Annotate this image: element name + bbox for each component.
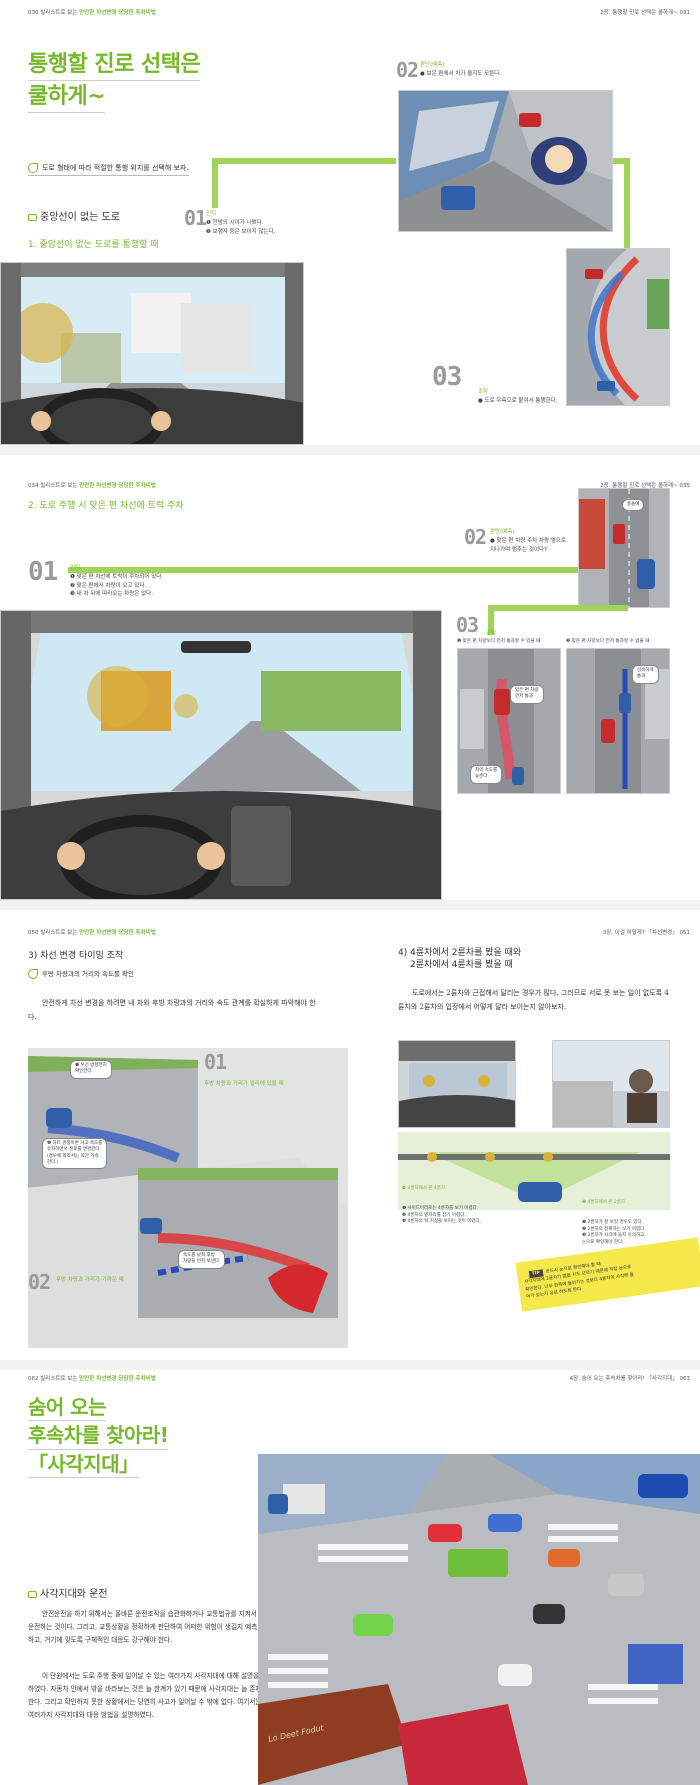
connector-line [212,158,218,208]
speech-bubble: ❷ 하트 경쟁이면 거고 속도를 유지하면서 진로를 변경한다. (경우에 따라… [42,1138,108,1170]
busy-intersection-scene [258,1454,700,1785]
driver-view-truck-ahead [1,611,441,899]
step-03-text: 조작 ● 도로 우측으로 붙여서 통행한다. [478,389,558,404]
left-intro: 후방 차량과의 거리와 속도를 확인 [28,968,134,979]
spread-separator [0,445,700,455]
spread-3: 050 빌리스트로 보는 만만한 차선변경 당당한 주차비법 3장. 이걸 어떻… [0,910,700,1360]
right-heading: 4) 4륜차에서 2륜차를 봤을 때와 2륜차에서 4륜차를 봤을 때 [398,948,522,970]
page-header-right: 2장. 통행할 진로 선택은 쿨하게~ 035 [600,483,690,489]
illustration-motorcycle-view [552,1040,670,1128]
step-03-number: 03 [432,362,462,392]
page-header-right: 4장. 숨어 오는 후속차를 찾아라! 「사각지대」 063 [569,1376,690,1382]
left-view-block: ❹ 4륜차에서 본 4륜차 ❶ 사이드미러로는 4륜차를 보기 어렵다. ❷ 4… [402,1185,482,1225]
page-header-left: 034 빌리스트로 보는 만만한 차선변경 당당한 주차비법 [28,483,156,489]
step-02-text: 판단(예측) ● 보은 편에서 차가 올지도 모른다. [420,62,502,77]
step-02-caption: 후방 차량과 거리가 가까운 때 [56,1277,124,1283]
car-mirror-view [399,1041,515,1127]
illustration-driver-view [0,610,442,900]
driver-view-narrow-road [1,263,303,444]
page-header-left: 030 빌리스트로 보는 만만한 차선변경 당당한 주차비법 [28,10,156,16]
speech-bubble: 충돌예 [622,499,645,512]
left-heading: 3) 차선 변경 타이밍 조작 [28,951,124,961]
illustration-intersection [258,1454,700,1785]
bus-icon [28,213,37,221]
right-view-block: ❺ 4륜차에서 본 2륜차 ❶ 2륜차가 잘 보일 경우도 있다. ❷ 2륜차의… [582,1199,646,1246]
section-heading: 사각지대와 운전 [28,1585,108,1600]
step-01-number: 01 [204,1050,227,1074]
spread-4: 062 빌리스트로 보는 만만한 차선변경 당당한 주차비법 4장. 숨어 오는… [0,1370,700,1785]
subsection-heading: 1. 중앙선이 없는 도로를 통행할 때 [28,240,159,250]
illustration-step-01 [0,262,304,445]
step-02-text: 판단(예측) ● 맞은 편 차량 주차 차량 옆으로 지나가며 멈추는 것이다? [490,529,567,553]
spread-separator [0,900,700,910]
step-02-number: 02 [464,525,487,549]
left-paragraph: 안전하게 차선 변경을 하려면 내 차와 후방 차량과의 거리와 속도 관계를 … [28,999,316,1021]
street-corner-scene [399,91,612,231]
step-02-number: 02 [28,1270,51,1294]
connector-line [488,605,494,635]
page-title: 숨어 오는 후속차를 찾아라! 「사각지대」 [28,1396,169,1481]
illustration-step-03 [566,248,670,406]
page-header-left: 050 빌리스트로 보는 만만한 차선변경 당당한 주차비법 [28,930,156,936]
paragraph-1: 안전운전을 하기 위해서는 올바른 운전조작을 습관화하거나 교통법규를 지켜서… [28,1610,258,1644]
section-heading: 중앙선이 없는 도로 [28,208,120,223]
step-01-number: 01 [28,557,58,587]
spread-2: 034 빌리스트로 보는 만만한 차선변경 당당한 주차비법 2장. 통행할 진… [0,455,700,900]
connector-line [488,605,628,611]
step-03-tag: 조작 [486,631,497,637]
connector-line [212,158,396,164]
bus-icon [28,1590,37,1598]
subsection-heading: 2. 도로 주행 시 맞은 편 차선에 트럭 주차 [28,501,184,511]
step-01-text: 인지 ❶ 맞은 편 차선에 트럭이 주차되어 있다. ❷ 맞은 편에서 차량이 … [70,565,164,598]
connector-line [600,158,630,164]
page-header-right: 2장. 통행할 진로 선택은 쿨하게~ 031 [600,10,690,16]
step-02-number: 02 [396,58,419,82]
step-03-caption-2: ❷ 맞은 편 차량보다 먼저 통과할 수 없을 때 [566,639,650,644]
speech-bubble: 속도를 낮춰 후방 차량을 먼저 보낸다. [178,1250,226,1269]
motorcycle-rider-view [553,1041,669,1127]
right-paragraph: 도로에서는 2륜차와 근접해서 달리는 경우가 많다. 그러므로 서로 못 보는… [398,989,669,1011]
connector-line [68,567,580,573]
step-03-caption-1: ❶ 맞은 편 차량보다 먼저 통과할 수 있을 때 [457,639,541,644]
paragraph-2: 이 단원에서는 도로 주행 중에 일어날 수 있는 여러가지 사각지대에 대해 … [28,1672,262,1719]
step-01-caption: 후방 차량과 거리가 멀리에 있을 때 [204,1081,284,1087]
speech-bubble: 선속하게 통과 [632,665,659,684]
step-03-number: 03 [456,613,479,637]
illustration-car-interior [398,1040,516,1128]
speech-bubble: 있은 편 차량 먼저 통과 [510,685,544,704]
illustration-step-02 [398,90,613,232]
speech-bubble: 차의 속도를 늦춘다. [470,765,503,784]
top-view-blind-spots [398,1132,670,1210]
page-title: 통행할 진로 선택은 쿨하게~ [28,52,201,116]
spread-1: 030 빌리스트로 보는 만만한 차선변경 당당한 주차비법 2장. 통행할 진… [0,0,700,445]
curve-road-scene [567,249,669,405]
lane-change-scene [28,1048,348,1348]
spread-separator [0,1360,700,1370]
leaf-icon [28,969,38,979]
intro-line: 도로 형태에 따라 적절한 통행 위치를 선택해 보자. [28,163,189,176]
page-header-left: 062 빌리스트로 보는 만만한 차선변경 당당한 주차비법 [28,1376,156,1382]
step-01-number: 01 [184,206,207,230]
step-01-text: 인지 ❶ 전방의 시야가 나쁘다. ❷ 보행자 등은 보이지 않는다. [206,211,276,235]
illustration-lane-change [28,1048,348,1348]
page-header-right: 3장. 이걸 어떻게? 「차선변경」 051 [602,930,690,936]
illustration-top-view-road [398,1132,670,1210]
connector-line [624,158,630,248]
speech-bubble: ❶ 우선 방향전지 확인한다. [70,1060,112,1079]
leaf-icon [28,163,38,173]
